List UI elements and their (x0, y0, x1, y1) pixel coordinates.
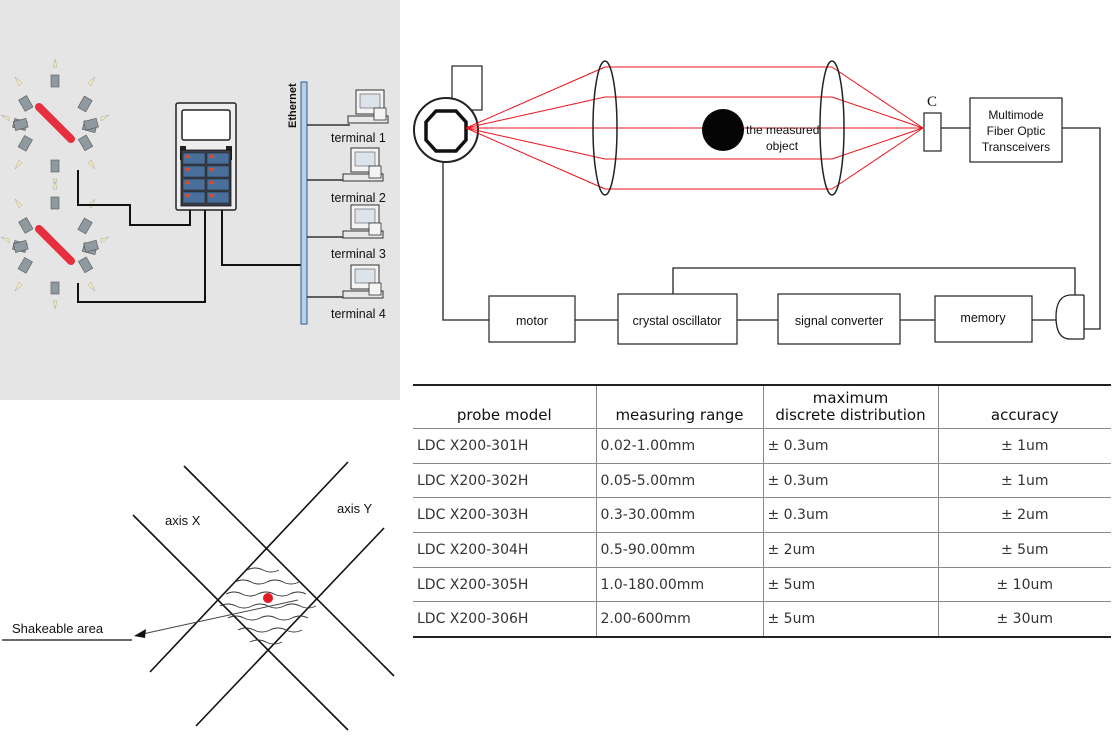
motor-label: motor (516, 314, 548, 328)
header-measuring-range: measuring range (595, 384, 763, 429)
shakeable-area-label: Shakeable area (12, 621, 104, 636)
terminal-label: terminal 3 (331, 247, 386, 261)
measured-rod-top (35, 103, 75, 143)
transceiver-label: Multimode (988, 108, 1044, 122)
cell-model: LDC X200-305H (413, 567, 596, 603)
measured-object (702, 109, 744, 151)
receiver-label: C (927, 94, 937, 110)
cell-accuracy: ± 1um (937, 428, 1111, 464)
cell-model: LDC X200-301H (413, 428, 596, 464)
table-row: LDC X200-304H 0.5-90.00mm ± 2um ± 5um (413, 532, 1111, 568)
computer-icon[interactable] (342, 204, 384, 239)
axis-x-label: axis X (165, 513, 201, 528)
probe-spec-table: probe model measuring range maximum disc… (413, 384, 1111, 639)
network-svg: Ethernet (0, 0, 400, 400)
computer-icon[interactable] (347, 89, 389, 124)
axis-lines (132, 461, 395, 731)
cell-model: LDC X200-302H (413, 463, 596, 499)
computer-icon[interactable] (342, 147, 384, 182)
crystal-oscillator-label: crystal oscillator (633, 314, 722, 328)
header-discrete-distribution: maximum discrete distribution (762, 384, 938, 429)
cell-distribution: ± 0.3um (762, 497, 938, 534)
signal-wiring (442, 127, 1101, 330)
cell-distribution: ± 5um (762, 567, 938, 603)
optical-diagram: the measured object C Multimode Fiber Op… (400, 0, 1119, 370)
cell-accuracy: ± 10um (937, 567, 1111, 603)
cell-range: 1.0-180.00mm (595, 567, 763, 603)
terminal-label: terminal 1 (331, 131, 386, 145)
axis-diagram: axis X axis Y Shakeable area (0, 400, 410, 746)
table-header-row: probe model measuring range maximum disc… (413, 384, 1111, 429)
table-row: LDC X200-306H 2.00-600mm ± 5um ± 30um (413, 601, 1111, 639)
cell-accuracy: ± 2um (937, 497, 1111, 534)
transceiver-label: Fiber Optic (987, 124, 1046, 138)
focusing-lens (819, 60, 845, 196)
header-probe-model: probe model (413, 384, 596, 429)
measured-object-label: the measured (746, 123, 819, 137)
laser-beams (465, 66, 924, 190)
shakeable-waves (219, 567, 317, 645)
crystal-oscillator-block (617, 293, 738, 345)
cell-range: 0.02-1.00mm (595, 428, 763, 464)
collimating-lens (592, 60, 618, 196)
probe-icons (12, 74, 99, 173)
fiber-transceiver (969, 97, 1063, 163)
measured-object-label: object (766, 139, 799, 153)
table-row: LDC X200-302H 0.05-5.00mm ± 0.3um ± 1um (413, 463, 1111, 499)
ethernet-label: Ethernet (287, 83, 299, 128)
table-row: LDC X200-303H 0.3-30.00mm ± 0.3um ± 2um (413, 497, 1111, 534)
cell-accuracy: ± 1um (937, 463, 1111, 499)
table-row: LDC X200-305H 1.0-180.00mm ± 5um ± 10um (413, 567, 1111, 603)
transceiver-label: Transceivers (982, 140, 1050, 154)
logic-gate-icon (1055, 294, 1084, 340)
spec-table: probe model measuring range maximum disc… (413, 384, 1111, 639)
cell-range: 0.05-5.00mm (595, 463, 763, 499)
optical-svg: the measured object C Multimode Fiber Op… (413, 60, 1101, 345)
cell-model: LDC X200-306H (413, 601, 596, 639)
cell-model: LDC X200-303H (413, 497, 596, 534)
cell-distribution: ± 2um (762, 532, 938, 568)
terminal-label: terminal 2 (331, 191, 386, 205)
table-row: LDC X200-301H 0.02-1.00mm ± 0.3um ± 1um (413, 428, 1111, 464)
controller-unit (175, 102, 237, 211)
cell-range: 2.00-600mm (595, 601, 763, 639)
center-dot (263, 593, 273, 603)
pointer-line (137, 599, 299, 636)
gauge-cluster-bottom (0, 180, 110, 310)
cell-distribution: ± 0.3um (762, 463, 938, 499)
receiver-c (923, 112, 942, 152)
cell-model: LDC X200-304H (413, 532, 596, 568)
signal-converter-label: signal converter (795, 314, 883, 328)
header-line: maximum (812, 389, 889, 407)
axis-svg: axis X axis Y Shakeable area (2, 461, 395, 731)
arrow-head-icon (134, 629, 146, 638)
measured-rod-bottom (35, 225, 75, 265)
probe-tips (0, 58, 110, 188)
axis-y-label: axis Y (337, 501, 372, 516)
cell-range: 0.5-90.00mm (595, 532, 763, 568)
motor-block (488, 295, 576, 343)
cell-accuracy: ± 30um (937, 601, 1111, 639)
header-line: discrete distribution (775, 406, 926, 424)
cell-accuracy: ± 5um (937, 532, 1111, 568)
memory-label: memory (960, 311, 1006, 325)
cell-distribution: ± 0.3um (762, 428, 938, 464)
probe-icons (12, 196, 99, 295)
cell-distribution: ± 5um (762, 601, 938, 639)
network-wiring (77, 170, 304, 303)
header-accuracy: accuracy (937, 384, 1111, 429)
ethernet-bus (300, 81, 308, 325)
computer-icon[interactable] (342, 264, 384, 299)
network-diagram: Ethernet (0, 0, 400, 400)
memory-block (934, 295, 1033, 343)
gauge-cluster-top (0, 58, 110, 188)
rotating-mirror (413, 97, 479, 163)
terminal-wiring (307, 124, 350, 298)
signal-converter-block (777, 293, 901, 345)
terminal-label: terminal 4 (331, 307, 386, 321)
cell-range: 0.3-30.00mm (595, 497, 763, 534)
